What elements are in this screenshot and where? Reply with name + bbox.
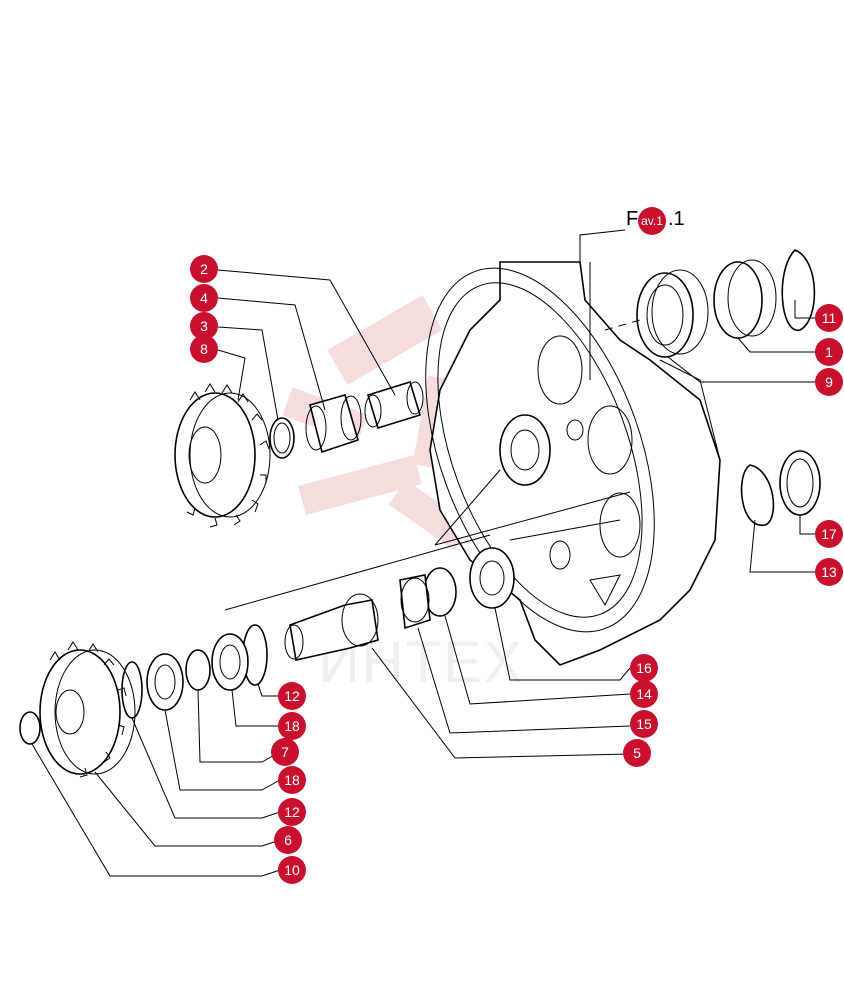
bearing-9-drawing bbox=[636, 272, 694, 358]
callout-1[interactable]: 1 bbox=[815, 338, 843, 366]
callout-7[interactable]: 7 bbox=[271, 738, 299, 766]
callout-2[interactable]: 2 bbox=[190, 255, 218, 283]
bearing-18b-drawing bbox=[146, 653, 184, 711]
callout-18-lower[interactable]: 18 bbox=[278, 766, 306, 794]
svg-text:16: 16 bbox=[636, 660, 652, 676]
callout-10[interactable]: 10 bbox=[278, 856, 306, 884]
callout-3[interactable]: 3 bbox=[190, 312, 218, 340]
callout-15[interactable]: 15 bbox=[630, 710, 658, 738]
seal-16-drawing bbox=[469, 547, 515, 609]
circlip-11-drawing bbox=[781, 249, 816, 331]
svg-text:18: 18 bbox=[284, 718, 300, 734]
ring-17-drawing bbox=[779, 450, 821, 516]
callout-16[interactable]: 16 bbox=[630, 654, 658, 682]
svg-text:18: 18 bbox=[284, 772, 300, 788]
svg-text:12: 12 bbox=[284, 688, 300, 704]
callout-11[interactable]: 11 bbox=[815, 304, 843, 332]
svg-text:17: 17 bbox=[821, 526, 837, 542]
svg-text:2: 2 bbox=[200, 261, 208, 277]
svg-text:1: 1 bbox=[825, 344, 833, 360]
svg-text:9: 9 bbox=[825, 374, 833, 390]
callout-9[interactable]: 9 bbox=[815, 368, 843, 396]
right-seal-assembly bbox=[636, 249, 821, 526]
svg-text:10: 10 bbox=[284, 862, 300, 878]
gear-8-drawing bbox=[174, 392, 256, 518]
svg-text:13: 13 bbox=[821, 564, 837, 580]
lower-left-gear-assembly bbox=[19, 624, 268, 778]
callout-18-upper[interactable]: 18 bbox=[278, 712, 306, 740]
center-shaft-assembly bbox=[284, 547, 515, 661]
coupling-4-drawing bbox=[309, 394, 359, 454]
bush-15-drawing bbox=[399, 574, 431, 630]
svg-text:8: 8 bbox=[200, 341, 208, 357]
callout-5[interactable]: 5 bbox=[623, 739, 651, 767]
callout-17[interactable]: 17 bbox=[815, 520, 843, 548]
callout-4[interactable]: 4 bbox=[190, 284, 218, 312]
figure-reference-badge: av.1 bbox=[641, 214, 663, 228]
svg-text:7: 7 bbox=[281, 744, 289, 760]
callout-14[interactable]: 14 bbox=[630, 680, 658, 708]
callout-12-lower[interactable]: 12 bbox=[278, 798, 306, 826]
sleeve-2-drawing bbox=[367, 380, 421, 430]
svg-text:6: 6 bbox=[284, 832, 292, 848]
callout-8[interactable]: 8 bbox=[190, 335, 218, 363]
circlip-10-drawing bbox=[19, 711, 41, 745]
leader-lines bbox=[31, 269, 815, 877]
svg-text:4: 4 bbox=[200, 290, 208, 306]
callout-13[interactable]: 13 bbox=[815, 558, 843, 586]
svg-text:5: 5 bbox=[633, 745, 641, 761]
svg-text:15: 15 bbox=[636, 716, 652, 732]
svg-text:11: 11 bbox=[822, 310, 837, 326]
circlip-13-drawing bbox=[740, 464, 775, 526]
svg-text:12: 12 bbox=[284, 804, 300, 820]
ring-1-drawing bbox=[713, 261, 763, 339]
figure-reference: F av.1 .1 bbox=[626, 207, 685, 235]
bearing-18a-drawing bbox=[211, 633, 249, 691]
callout-6[interactable]: 6 bbox=[274, 826, 302, 854]
figure-reference-prefix: F bbox=[626, 208, 638, 230]
upper-left-gear-assembly bbox=[174, 380, 424, 528]
callout-12-upper[interactable]: 12 bbox=[278, 682, 306, 710]
figure-reference-suffix: .1 bbox=[668, 208, 685, 230]
svg-text:3: 3 bbox=[200, 318, 208, 334]
svg-text:14: 14 bbox=[636, 686, 652, 702]
spacer-7-drawing bbox=[185, 649, 211, 691]
